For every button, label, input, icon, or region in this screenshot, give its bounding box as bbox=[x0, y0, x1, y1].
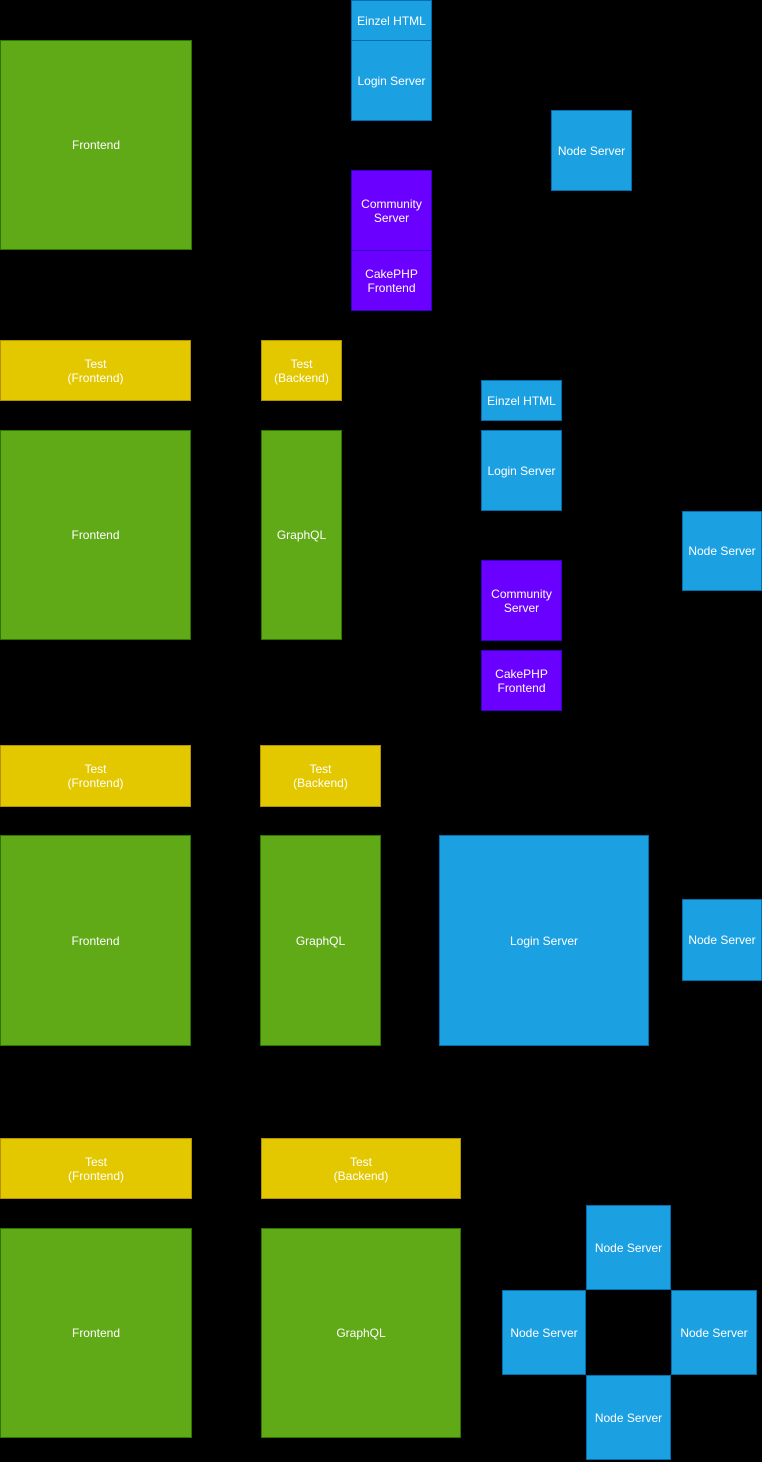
node-label: Login Server bbox=[487, 463, 556, 478]
s3-test-frontend-node[interactable]: Test (Frontend) bbox=[0, 745, 191, 807]
node-label: Login Server bbox=[357, 73, 426, 88]
s2-test-frontend-node[interactable]: Test (Frontend) bbox=[0, 340, 191, 401]
s4-frontend-node[interactable]: Frontend bbox=[0, 1228, 192, 1438]
s2-login-server-node[interactable]: Login Server bbox=[481, 430, 562, 511]
node-label: Einzel HTML bbox=[487, 393, 556, 408]
node-label: Einzel HTML bbox=[357, 13, 426, 28]
node-label: Login Server bbox=[509, 933, 579, 948]
node-label: Node Server bbox=[594, 1410, 663, 1425]
node-label: Frontend bbox=[71, 1326, 121, 1340]
s4-test-frontend-node[interactable]: Test (Frontend) bbox=[0, 1138, 192, 1199]
s1-cakephp-frontend-node[interactable]: CakePHP Frontend bbox=[351, 250, 432, 311]
node-label: Community Server bbox=[491, 586, 552, 615]
s1-node-server-node[interactable]: Node Server bbox=[551, 110, 632, 191]
s1-frontend-node[interactable]: Frontend bbox=[0, 40, 192, 250]
node-label: Frontend bbox=[71, 138, 121, 152]
s4-node-server-right-node[interactable]: Node Server bbox=[671, 1290, 757, 1375]
s1-login-server-node[interactable]: Login Server bbox=[351, 40, 432, 121]
node-label: CakePHP Frontend bbox=[495, 666, 548, 695]
node-label: Node Server bbox=[680, 1325, 748, 1340]
node-label: Frontend bbox=[71, 933, 120, 948]
node-label: Test (Backend) bbox=[293, 762, 348, 790]
node-label: Test (Frontend) bbox=[67, 356, 124, 385]
node-label: Node Server bbox=[510, 1325, 578, 1340]
node-label: Node Server bbox=[688, 933, 756, 947]
s3-login-server-node[interactable]: Login Server bbox=[439, 835, 649, 1046]
s1-einzel-html-node[interactable]: Einzel HTML bbox=[351, 0, 432, 41]
s4-test-backend-node[interactable]: Test (Backend) bbox=[261, 1138, 461, 1199]
s2-community-server-node[interactable]: Community Server bbox=[481, 560, 562, 641]
s3-node-server-node[interactable]: Node Server bbox=[682, 899, 762, 981]
s4-node-server-left-node[interactable]: Node Server bbox=[502, 1290, 586, 1375]
node-label: Frontend bbox=[71, 528, 120, 542]
node-label: Test (Frontend) bbox=[67, 762, 124, 790]
s1-community-server-node[interactable]: Community Server bbox=[351, 170, 432, 251]
node-label: Test (Frontend) bbox=[67, 1154, 125, 1183]
s2-einzel-html-node[interactable]: Einzel HTML bbox=[481, 380, 562, 421]
s3-frontend-node[interactable]: Frontend bbox=[0, 835, 191, 1046]
node-label: Node Server bbox=[688, 544, 756, 558]
node-label: Test (Backend) bbox=[333, 1154, 389, 1183]
s4-node-server-bottom-node[interactable]: Node Server bbox=[586, 1375, 671, 1460]
s2-graphql-node[interactable]: GraphQL bbox=[261, 430, 342, 640]
s4-node-server-top-node[interactable]: Node Server bbox=[586, 1205, 671, 1290]
s2-frontend-node[interactable]: Frontend bbox=[0, 430, 191, 640]
s2-cakephp-frontend-node[interactable]: CakePHP Frontend bbox=[481, 650, 562, 711]
node-label: Node Server bbox=[557, 143, 626, 158]
s2-node-server-node[interactable]: Node Server bbox=[682, 511, 762, 591]
node-label: GraphQL bbox=[295, 933, 346, 948]
node-label: Node Server bbox=[594, 1240, 663, 1255]
s2-test-backend-node[interactable]: Test (Backend) bbox=[261, 340, 342, 401]
s3-test-backend-node[interactable]: Test (Backend) bbox=[260, 745, 381, 807]
node-label: CakePHP Frontend bbox=[365, 266, 418, 295]
s3-graphql-node[interactable]: GraphQL bbox=[260, 835, 381, 1046]
node-label: Test (Backend) bbox=[274, 356, 329, 385]
node-label: GraphQL bbox=[276, 528, 327, 542]
node-label: Community Server bbox=[361, 196, 422, 225]
s4-graphql-node[interactable]: GraphQL bbox=[261, 1228, 461, 1438]
node-label: GraphQL bbox=[336, 1326, 386, 1340]
